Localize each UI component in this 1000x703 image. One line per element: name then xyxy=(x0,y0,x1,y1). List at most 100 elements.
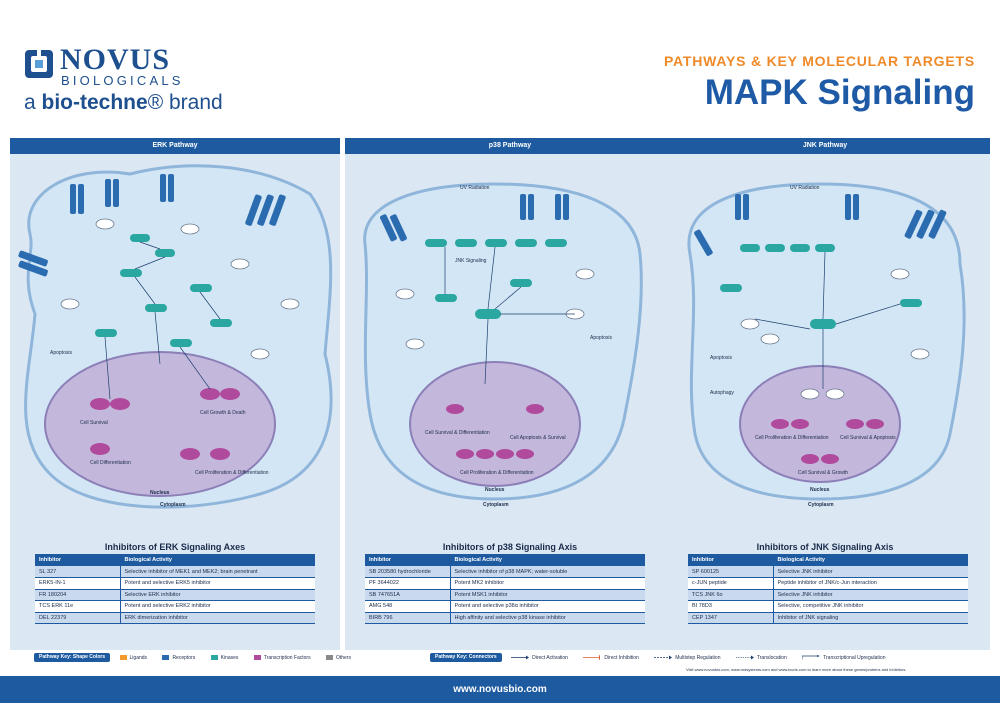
label-cell-survival-apoptosis: Cell Survival & Apoptosis xyxy=(840,435,896,441)
p38-pathway-diagram: UV Radiation JNK Signaling Apoptosis Cel… xyxy=(363,182,643,508)
label-cytoplasm: Cytoplasm xyxy=(483,502,509,508)
col-inhibitor: Inhibitor xyxy=(365,554,451,566)
transcription-factor-nodes xyxy=(90,388,240,460)
jnk-panel: JNK Pathway xyxy=(660,138,990,650)
cell-inhibitor: DEL 22379 xyxy=(35,612,121,624)
key-direct-inhibition: Direct Inhibition xyxy=(583,654,639,661)
cell-inhibitor: SP 600125 xyxy=(688,566,774,578)
jnk-pathway-diagram: UV Radiation Apoptosis Autophagy Cell Pr… xyxy=(687,182,966,508)
cell-activity: Selective inhibitor of MEK1 and MEK2; br… xyxy=(120,566,315,578)
cell-inhibitor: SL 327 xyxy=(35,566,121,578)
key-ligands: Ligands xyxy=(119,655,147,661)
label-apoptosis: Apoptosis xyxy=(50,350,72,356)
cell-activity: Potent and selective ERK5 inhibitor xyxy=(120,577,315,590)
cell-activity: Selective, competitive JNK inhibitor xyxy=(773,600,968,613)
key-direct-inhibition-label: Direct Inhibition xyxy=(604,654,639,661)
cell-inhibitor: CEP 1347 xyxy=(688,612,774,624)
label-cell-apoptosis-survival: Cell Apoptosis & Survival xyxy=(510,435,566,441)
footer-url-link[interactable]: www.novusbio.com xyxy=(453,684,547,695)
key-receptors-label: Receptors xyxy=(172,654,196,661)
key-multistep-label: Multistep Regulation xyxy=(675,654,721,661)
tf-swatch-icon xyxy=(253,654,261,660)
inhibitors-title: Inhibitors of ERK Signaling Axes xyxy=(104,542,246,552)
arrow-upregulation-icon xyxy=(802,654,821,660)
key-others: Others xyxy=(325,655,351,661)
key-transcription-factors: Transcription Factors xyxy=(253,654,311,661)
kinase-nodes xyxy=(720,244,922,329)
other-nodes xyxy=(740,268,930,400)
label-cytoplasm: Cytoplasm xyxy=(160,502,186,508)
label-uv-radiation: UV Radiation xyxy=(460,185,490,191)
shape-key-label: Pathway Key: Shape Colors xyxy=(34,653,111,662)
kinase-nodes xyxy=(95,234,232,347)
col-activity: Biological Activity xyxy=(120,554,315,566)
arrow-inhibition-icon xyxy=(583,654,601,660)
erk-pathway-diagram: Apoptosis Cell Survival Cell Differentia… xyxy=(18,164,333,509)
arrow-translocation-icon xyxy=(735,655,754,660)
label-autophagy: Autophagy xyxy=(710,390,734,396)
inhibitors-title: Inhibitors of JNK Signaling Axis xyxy=(756,542,894,552)
connector-lines xyxy=(754,251,901,389)
label-cell-growth-death: Cell Growth & Death xyxy=(200,410,246,416)
label-nucleus: Nucleus xyxy=(485,487,505,493)
brand-suffix: ® brand xyxy=(147,91,223,114)
receptor-group xyxy=(694,194,947,256)
visit-note: Visit www.novusbio.com, www.rndsystems.c… xyxy=(686,667,907,672)
col-inhibitor: Inhibitor xyxy=(35,554,121,566)
label-apoptosis: Apoptosis xyxy=(710,355,732,361)
col-inhibitor: Inhibitor xyxy=(688,554,774,566)
col-activity: Biological Activity xyxy=(450,554,645,566)
cell-activity: Selective JNK inhibitor xyxy=(773,589,968,601)
key-receptors: Receptors xyxy=(162,655,195,661)
inhibitors-table: Inhibitor Biological Activity SB 203580 … xyxy=(365,554,645,624)
other-nodes xyxy=(395,268,595,350)
cell-activity: Potent and selective p38α inhibitor xyxy=(450,600,645,613)
erk-panel: ERK Pathway xyxy=(10,138,340,650)
arrow-activation-icon xyxy=(511,655,530,660)
label-cell-differentiation: Cell Differentiation xyxy=(90,460,131,466)
logo-brand-line: a bio-techne® brand xyxy=(24,91,223,115)
table-header-row: Inhibitor Biological Activity xyxy=(35,554,315,566)
cell-inhibitor: c-JUN peptide xyxy=(688,577,774,590)
inhibitors-title: Inhibitors of p38 Signaling Axis xyxy=(442,542,578,552)
page-subtitle: PATHWAYS & KEY MOLECULAR TARGETS xyxy=(663,53,975,69)
cell-activity: Peptide inhibitor of JNK/c-Jun interacti… xyxy=(773,577,968,590)
connector-key: Pathway Key: Connectors Direct Activatio… xyxy=(430,653,899,665)
cell-inhibitor: SB 203580 hydrochloride xyxy=(365,566,451,578)
table-header-row: Inhibitor Biological Activity xyxy=(688,554,968,566)
cell-activity: Inhibitor of JNK signaling xyxy=(773,612,968,624)
label-cytoplasm: Cytoplasm xyxy=(808,502,834,508)
cell-inhibitor: FR 180204 xyxy=(35,589,121,601)
kinase-nodes xyxy=(425,239,567,319)
key-direct-activation: Direct Activation xyxy=(511,655,568,661)
label-cell-survival-diff: Cell Survival & Differentiation xyxy=(425,430,490,436)
receptor-group xyxy=(380,194,569,242)
nucleus xyxy=(409,361,581,487)
label-nucleus: Nucleus xyxy=(150,490,170,496)
cell-inhibitor: BI 78D3 xyxy=(688,600,774,613)
key-translocation-label: Translocation xyxy=(756,654,787,661)
receptor-swatch-icon xyxy=(162,654,170,660)
key-multistep-regulation: Multistep Regulation xyxy=(654,654,721,661)
col-activity: Biological Activity xyxy=(773,554,968,566)
cell-activity: Potent MK2 inhibitor xyxy=(450,577,645,590)
label-cell-proliferation: Cell Proliferation & Differentiation xyxy=(755,435,829,441)
key-translocation: Translocation xyxy=(735,654,787,661)
panel-title: ERK Pathway xyxy=(10,138,340,154)
key-direct-activation-label: Direct Activation xyxy=(532,654,568,661)
novus-logo[interactable]: NOVUS BIOLOGICALS a bio-techne® brand xyxy=(24,45,224,120)
page-title: MAPK Signaling xyxy=(704,73,975,112)
cell-inhibitor: TCS ERK 11e xyxy=(35,600,121,613)
label-uv-radiation: UV Radiation xyxy=(790,185,820,191)
